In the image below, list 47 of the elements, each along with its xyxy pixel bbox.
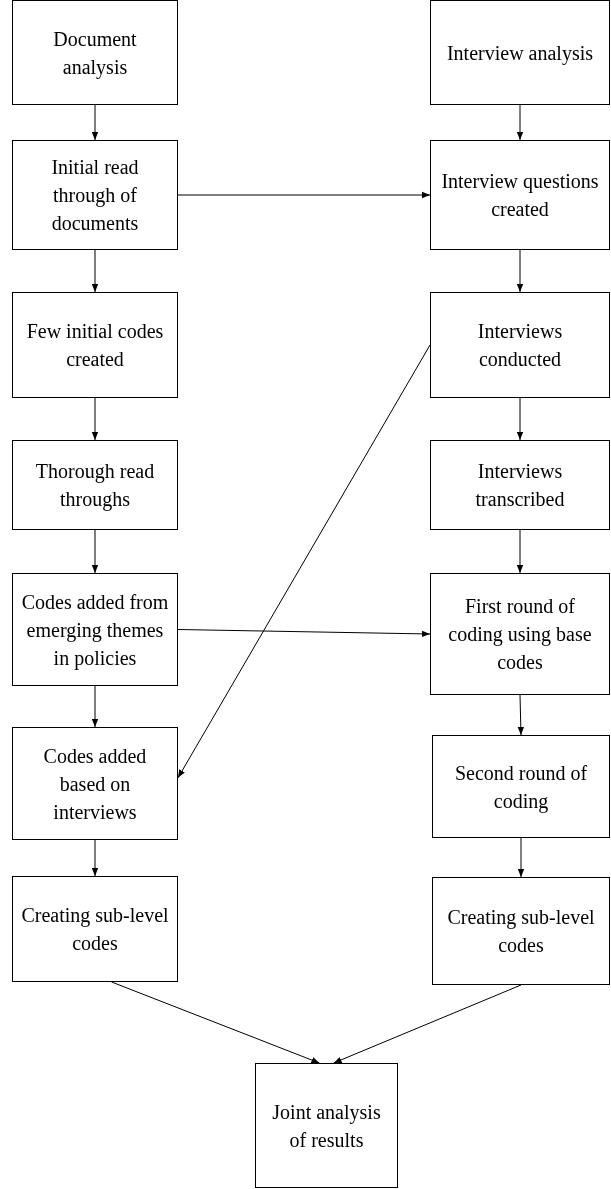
- process-box: [430, 292, 610, 398]
- arrow: [516, 529, 524, 574]
- process-box: [430, 573, 610, 695]
- step-text: Interviews transcribed: [474, 459, 566, 512]
- arrow: [516, 249, 524, 293]
- process-box: [12, 0, 178, 105]
- step-text: First round of coding using base codes: [447, 594, 593, 675]
- arrow: [516, 397, 524, 441]
- process-box: [12, 440, 178, 530]
- process-box: [430, 440, 610, 530]
- step-text: Interview analysis: [446, 40, 594, 67]
- arrow: [177, 629, 431, 638]
- process-box: [12, 292, 178, 398]
- step-text: Joint analysis of results: [271, 1099, 382, 1153]
- process-box: [12, 140, 178, 250]
- step-text: Second round of coding: [453, 760, 589, 815]
- step-text: Document analysis: [52, 26, 138, 81]
- step-text: Few initial codes created: [25, 319, 165, 372]
- process-box: [432, 735, 610, 838]
- step-text: Interview questions created: [440, 169, 600, 222]
- arrow: [91, 104, 99, 141]
- process-box: [430, 140, 610, 250]
- step-text: Initial read through of documents: [50, 155, 140, 236]
- arrow: [517, 837, 525, 878]
- process-box: [12, 727, 178, 840]
- arrow: [91, 397, 99, 441]
- step-text: Codes added from emerging themes in policies: [21, 589, 169, 672]
- arrow: [517, 694, 524, 736]
- arrow: [91, 685, 99, 728]
- step-text: Codes added based on interviews: [42, 743, 148, 825]
- process-box: [255, 1063, 398, 1188]
- arrow: [91, 249, 99, 293]
- arrow: [111, 981, 320, 1064]
- step-text: Creating sub-level codes: [21, 903, 169, 956]
- arrow: [91, 839, 99, 877]
- process-box: [12, 573, 178, 686]
- step-text: Thorough read throughs: [34, 459, 156, 513]
- step-text: Creating sub-level codes: [446, 905, 596, 958]
- arrow: [177, 191, 431, 199]
- arrow: [333, 984, 522, 1064]
- arrow: [177, 344, 431, 779]
- process-box: [430, 0, 610, 105]
- arrow: [516, 104, 524, 141]
- process-box: [12, 876, 178, 982]
- process-box: [432, 877, 610, 985]
- arrow: [91, 529, 99, 574]
- step-text: Interviews conducted: [476, 319, 564, 372]
